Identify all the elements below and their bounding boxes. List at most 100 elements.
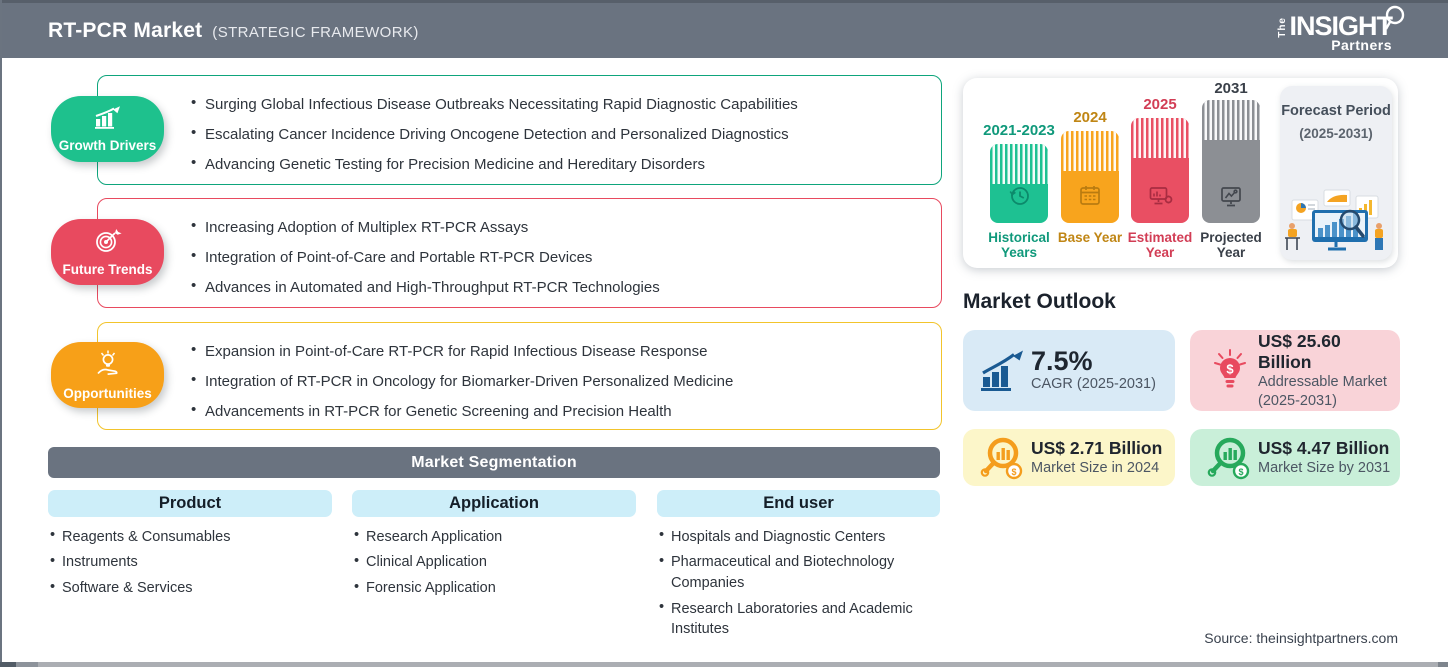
growth-drivers-badge: Growth Drivers <box>51 96 164 162</box>
magnifier-ring-icon <box>1382 5 1406 35</box>
bullet-item: Escalating Cancer Incidence Driving Onco… <box>191 119 931 149</box>
badge-label: Growth Drivers <box>58 137 157 153</box>
bar-chart-growth-icon <box>92 105 124 135</box>
market-size-2024-value: US$ 2.71 Billion <box>1031 437 1163 458</box>
page-title: RT-PCR Market (STRATEGIC FRAMEWORK) <box>48 19 419 43</box>
opportunities-badge: Opportunities <box>51 342 164 408</box>
logo-the: The <box>1277 17 1289 38</box>
addressable-market-label: Addressable Market <box>1258 373 1387 390</box>
segment-header-label: Product <box>158 494 222 512</box>
bullet-item: Advancements in RT-PCR for Genetic Scree… <box>191 396 931 426</box>
historical-years-bar <box>990 144 1048 223</box>
bottom-scrollbar[interactable] <box>0 662 1448 667</box>
list-item: Software & Services <box>48 576 318 602</box>
bullet-item: Advances in Automated and High-Throughpu… <box>191 272 931 302</box>
svg-text:$: $ <box>1011 467 1016 477</box>
timeline-year-label: 2031 <box>1214 80 1248 97</box>
growth-arrow-chart-icon <box>975 350 1031 392</box>
cagr-value: 7.5% <box>1031 345 1093 376</box>
bullet-item: Integration of RT-PCR in Oncology for Bi… <box>191 366 931 396</box>
cagr-card: 7.5% CAGR (2025-2031) <box>963 330 1175 411</box>
left-edge <box>0 0 2 667</box>
page-title-main: RT-PCR Market <box>48 18 203 42</box>
page-title-subtitle: (STRATEGIC FRAMEWORK) <box>212 23 419 41</box>
bullet-item: Increasing Adoption of Multiplex RT-PCR … <box>191 212 931 242</box>
base-year-bar <box>1061 131 1119 223</box>
bar-stripes <box>1202 100 1260 140</box>
segment-header-application: Application <box>352 490 636 517</box>
source-attribution: Source: theinsightpartners.com <box>1204 630 1398 646</box>
timeline-bar-label: Historical Years <box>988 230 1050 261</box>
market-size-2031-value: US$ 4.47 Billion <box>1258 437 1390 458</box>
timeline-bar-label: Estimated Year <box>1127 230 1193 261</box>
svg-text:$: $ <box>1238 467 1243 477</box>
segment-header-label: End user <box>763 494 834 512</box>
market-segmentation-bar: Market Segmentation <box>48 447 940 478</box>
opportunities-box: Expansion in Point-of-Care RT-PCR for Ra… <box>97 322 942 430</box>
segment-header-label: Application <box>449 494 539 512</box>
bullet-item: Surging Global Infectious Disease Outbre… <box>191 89 931 119</box>
header-bar: RT-PCR Market (STRATEGIC FRAMEWORK) The … <box>0 3 1448 58</box>
market-size-2031-label: Market Size by 2031 <box>1258 459 1391 476</box>
list-item: Research Laboratories and Academic Insti… <box>657 596 922 642</box>
future-trends-bullets: Increasing Adoption of Multiplex RT-PCR … <box>98 199 941 312</box>
svg-text:$: $ <box>1226 361 1234 376</box>
badge-label: Future Trends <box>62 261 153 277</box>
market-size-2031-card: $ US$ 4.47 Billion Market Size by 2031 <box>1190 429 1400 486</box>
future-trends-box: Increasing Adoption of Multiplex RT-PCR … <box>97 198 942 308</box>
list-item: Instruments <box>48 550 318 576</box>
magnifier-chart-icon: $ <box>975 435 1031 481</box>
forecast-period-panel: Forecast Period (2025-2031) <box>1280 86 1392 260</box>
list-item: Hospitals and Diagnostic Centers <box>657 524 922 550</box>
segment-header-end-user: End user <box>657 490 940 517</box>
scrollbar-thumb-light[interactable] <box>16 662 38 667</box>
forecast-illustration <box>1280 188 1392 254</box>
product-segment-list: Reagents & Consumables Instruments Softw… <box>48 524 318 601</box>
list-item: Research Application <box>352 524 622 550</box>
bar-stripes <box>990 144 1048 184</box>
insight-partners-logo: The INSIGHT Partners <box>1277 5 1405 53</box>
timeline-card: 2021-2023 Historical Years 2024 <box>963 78 1398 268</box>
market-segmentation-title: Market Segmentation <box>411 453 577 471</box>
forecast-period-range: (2025-2031) <box>1299 126 1373 142</box>
timeline-year-label: 2025 <box>1143 96 1177 113</box>
future-trends-badge: Future Trends <box>51 219 164 285</box>
growth-drivers-bullets: Surging Global Infectious Disease Outbre… <box>98 76 941 189</box>
target-dart-icon <box>94 228 122 259</box>
badge-label: Opportunities <box>63 385 152 401</box>
logo-partners: Partners <box>1331 37 1392 53</box>
list-item: Forensic Application <box>352 576 622 602</box>
opportunities-bullets: Expansion in Point-of-Care RT-PCR for Ra… <box>98 323 941 436</box>
timeline-year-label: 2021-2023 <box>983 122 1055 139</box>
timeline-bar-label: Base Year <box>1057 230 1123 245</box>
forecast-monitor-icon <box>1131 183 1189 209</box>
projected-year-bar <box>1202 100 1260 223</box>
application-segment-list: Research Application Clinical Applicatio… <box>352 524 622 601</box>
history-clock-icon <box>990 183 1048 209</box>
bullet-item: Advancing Genetic Testing for Precision … <box>191 149 931 179</box>
list-item: Pharmaceutical and Biotechnology Compani… <box>657 550 922 596</box>
addressable-market-card: $ US$ 25.60 Billion Addressable Market (… <box>1190 330 1400 411</box>
forecast-period-title: Forecast Period <box>1281 103 1391 119</box>
scrollbar-thumb[interactable] <box>0 662 16 667</box>
market-outlook-title: Market Outlook <box>963 290 1116 313</box>
end-user-segment-list: Hospitals and Diagnostic Centers Pharmac… <box>657 524 922 642</box>
bar-stripes <box>1131 118 1189 158</box>
calendar-icon <box>1061 183 1119 209</box>
bullet-item: Integration of Point-of-Care and Portabl… <box>191 242 931 272</box>
bullet-item: Expansion in Point-of-Care RT-PCR for Ra… <box>191 336 931 366</box>
growth-drivers-box: Surging Global Infectious Disease Outbre… <box>97 75 942 185</box>
list-item: Reagents & Consumables <box>48 524 318 550</box>
projection-screen-icon <box>1202 183 1260 209</box>
segment-header-product: Product <box>48 490 332 517</box>
market-size-2024-card: $ US$ 2.71 Billion Market Size in 2024 <box>963 429 1175 486</box>
magnifier-chart-icon: $ <box>1202 435 1258 481</box>
dollar-bulb-icon: $ <box>1202 348 1258 394</box>
logo-insight: INSIGHT <box>1289 11 1393 41</box>
scrollbar-corner <box>1438 662 1448 667</box>
addressable-market-range: (2025-2031) <box>1258 392 1337 409</box>
addressable-market-value: US$ 25.60 Billion <box>1258 330 1341 372</box>
list-item: Clinical Application <box>352 550 622 576</box>
idea-bulb-hand-icon <box>94 350 122 383</box>
